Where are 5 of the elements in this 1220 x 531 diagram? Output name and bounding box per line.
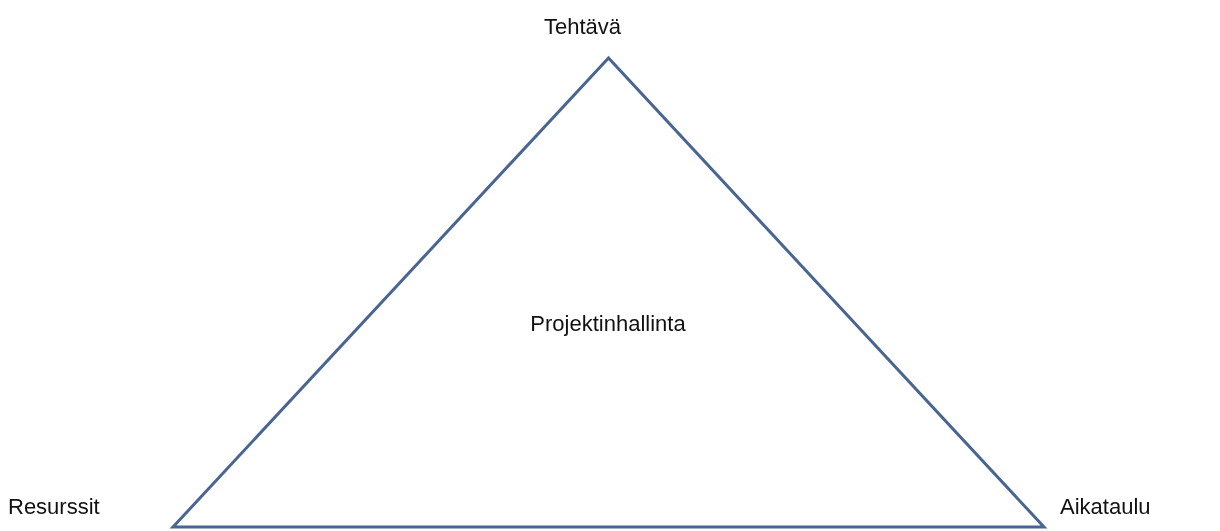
vertex-label: Aikataulu (1060, 494, 1151, 520)
vertex-label: Resurssit (8, 494, 100, 520)
node-label: Projektinhallinta (530, 311, 686, 337)
triangle-shape (172, 56, 1045, 528)
vertex-label: Tehtävä (544, 14, 622, 40)
